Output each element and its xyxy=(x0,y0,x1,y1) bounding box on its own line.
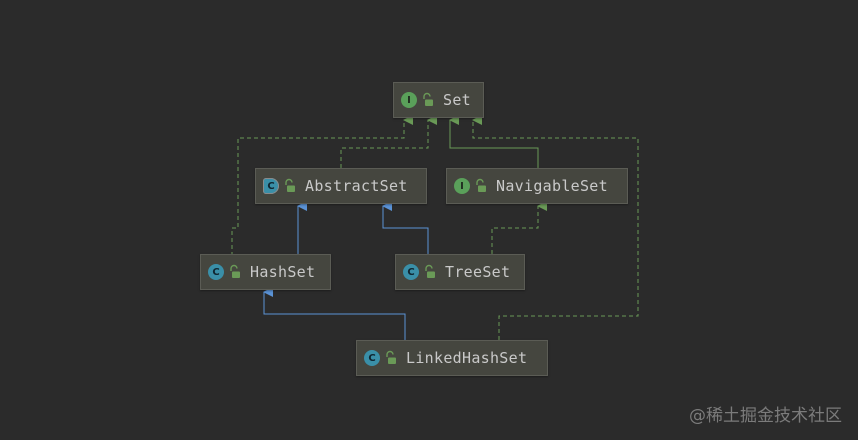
watermark: @稀土掘金技术社区 xyxy=(689,406,842,426)
interface-icon: I xyxy=(401,92,417,108)
class-icon: C xyxy=(208,264,224,280)
node-abstractset[interactable]: C AbstractSet xyxy=(255,168,427,204)
node-treeset[interactable]: C TreeSet xyxy=(395,254,525,290)
interface-icon: I xyxy=(454,178,470,194)
node-hashset[interactable]: C HashSet xyxy=(200,254,331,290)
edge-navigableset-extends-set xyxy=(449,115,539,168)
node-label: Set xyxy=(443,91,471,109)
edge-abstractset-implements-set xyxy=(340,115,437,168)
node-label: LinkedHashSet xyxy=(406,349,528,367)
edge-hashset-implements-set xyxy=(231,115,413,256)
class-icon: C xyxy=(364,350,380,366)
lock-open-icon xyxy=(386,350,396,364)
edge-treeset-implements-navigableset xyxy=(491,201,547,254)
edge-linkedhashset-implements-set xyxy=(472,115,639,340)
abstract-class-icon: C xyxy=(263,178,279,194)
lock-open-icon xyxy=(230,264,240,278)
lock-open-icon xyxy=(476,178,486,192)
node-set[interactable]: I Set xyxy=(393,82,484,118)
lock-open-icon xyxy=(285,178,295,192)
node-navigableset[interactable]: I NavigableSet xyxy=(446,168,628,204)
lock-open-icon xyxy=(423,92,433,106)
node-linkedhashset[interactable]: C LinkedHashSet xyxy=(356,340,548,376)
node-label: AbstractSet xyxy=(305,177,408,195)
node-label: NavigableSet xyxy=(496,177,608,195)
lock-open-icon xyxy=(425,264,435,278)
node-label: HashSet xyxy=(250,263,316,281)
edge-linkedhashset-extends-hashset xyxy=(263,287,406,340)
edge-treeset-extends-abstractset xyxy=(382,201,429,254)
class-icon: C xyxy=(403,264,419,280)
node-label: TreeSet xyxy=(445,263,511,281)
